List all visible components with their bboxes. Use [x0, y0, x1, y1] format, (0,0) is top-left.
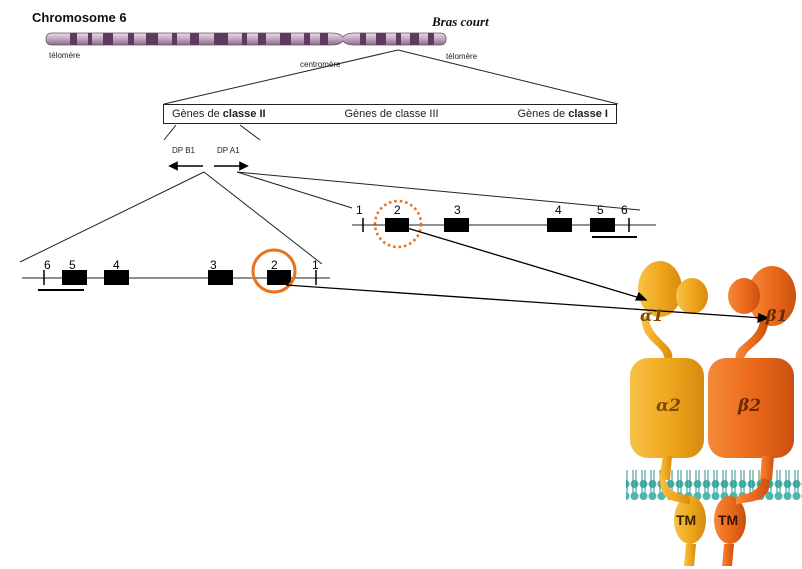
dpb1-exon-number: 3	[210, 258, 217, 272]
chromosome-title: Chromosome 6	[32, 10, 127, 25]
class3-label: Gènes de classe III	[344, 108, 439, 120]
dpb1-label: DP B1	[172, 146, 195, 155]
dpa1-exon-number: 3	[454, 203, 461, 217]
short-arm-label: Bras court	[432, 14, 489, 29]
dp-gene-arrows	[168, 161, 249, 171]
alpha2-label: α2	[656, 396, 681, 416]
chromosome-bands	[70, 33, 434, 45]
beta-chain	[708, 266, 796, 566]
zoom-lines-genes	[19, 171, 641, 265]
exon-domain-arrows	[285, 227, 770, 324]
class1-bold: classe I	[568, 108, 608, 120]
dpb1-exon-number: 1	[312, 258, 319, 272]
class1-label: Gènes de classe I	[517, 108, 608, 120]
dpb1-exon-number: 2	[271, 258, 278, 272]
telomere-right-label: télomère	[446, 52, 478, 61]
class2-label: Gènes de classe II	[172, 108, 266, 120]
dpb1-exon-number: 6	[44, 258, 51, 272]
dpa1-exon-number: 6	[621, 203, 628, 217]
centromere-label: centromère	[300, 60, 341, 69]
zoom-lines-class2	[163, 124, 261, 141]
dpb1-exon-map	[22, 248, 330, 294]
dpa1-exon-number: 5	[597, 203, 604, 217]
dpa1-exon-number: 1	[356, 203, 363, 217]
alpha1-label: α1	[640, 306, 664, 325]
alpha-chain	[630, 261, 708, 566]
tm-left-label: TM	[676, 512, 697, 528]
class2-prefix: Gènes de	[172, 108, 223, 120]
class1-prefix: Gènes de	[517, 108, 569, 120]
dpb1-exon-number: 4	[113, 258, 120, 272]
dpa1-label: DP A1	[217, 146, 240, 155]
gene-class-box: Gènes de classe II Gènes de classe III G…	[163, 104, 617, 124]
class2-bold: classe II	[222, 108, 266, 120]
tm-right-label: TM	[718, 512, 739, 528]
dpa1-exon-number: 4	[555, 203, 562, 217]
zoom-lines-chromosome	[163, 49, 619, 105]
chromosome	[45, 32, 447, 46]
beta2-label: β2	[738, 396, 762, 416]
cell-membrane	[626, 470, 802, 500]
dpa1-exon-number: 2	[394, 203, 401, 217]
beta1-label: β1	[766, 306, 788, 325]
dpb1-exon-number: 5	[69, 258, 76, 272]
telomere-left-label: télomère	[49, 51, 81, 60]
dpa1-exon-map	[352, 199, 656, 249]
